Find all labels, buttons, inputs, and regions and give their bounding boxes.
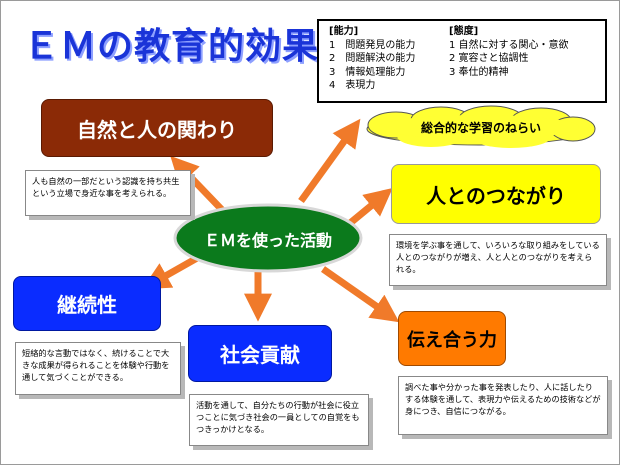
- note-communicate: 調べた事や分かった事を発表したり、人に話したりする体験を通して、表現力や伝えるた…: [398, 376, 608, 435]
- note-connection: 環境を学ぶ事を通して、いろいろな取り組みをしている人とのつながりが増え、人と人と…: [389, 234, 607, 286]
- ability-item: 2 問題解決の能力: [329, 53, 416, 64]
- center-ellipse: [173, 203, 363, 273]
- attitude-item: 3 奉仕的精神: [449, 66, 509, 78]
- abilities-column: [能力] 1 問題発見の能力 2 問題解決の能力 3 情報処理能力 4 表現力: [329, 25, 415, 93]
- ability-item: 1 問題発見の能力: [329, 39, 416, 51]
- note-continuity: 短絡的な言動ではなく、続けることで大きな成果が得られることを体験や行動を通して気…: [15, 342, 181, 395]
- node-society: 社会貢献: [188, 325, 332, 382]
- cloud-shape: [366, 105, 596, 148]
- attitude-item: 1 自然に対する関心・意欲: [449, 39, 569, 51]
- ability-item: 3 情報処理能力: [329, 66, 406, 78]
- page-title: ＥＭの教育的効果: [23, 26, 320, 67]
- node-continuity: 継続性: [13, 276, 161, 331]
- cloud-label: 総合的な学習のねらい: [420, 121, 541, 135]
- goals-box: [能力] 1 問題発見の能力 2 問題解決の能力 3 情報処理能力 4 表現力 …: [317, 19, 607, 103]
- ability-item: 4 表現力: [329, 80, 376, 91]
- node-nature: 自然と人の関わり: [41, 99, 273, 157]
- attitudes-column: [態度] 1 自然に対する関心・意欲 2 寛容さと協調性 3 奉仕的精神: [449, 25, 569, 79]
- arrow-to-cloud: [298, 118, 361, 204]
- note-society: 活動を通して、自分たちの行動が社会に役立つことに気づき社会の一員としての自覚をも…: [189, 394, 369, 446]
- abilities-header: [能力]: [329, 26, 359, 37]
- arrow-to-connection: [346, 187, 393, 227]
- arrow-to-communicate: [320, 266, 400, 323]
- attitude-item: 2 寛容さと協調性: [449, 53, 529, 64]
- note-nature: 人も自然の一部だという認識を持ち共生という立場で身近な事を考えられる。: [25, 170, 191, 216]
- attitudes-header: [態度]: [449, 26, 479, 37]
- node-connection: 人とのつながり: [391, 164, 601, 224]
- center-label: ＥＭを使った活動: [203, 231, 332, 250]
- node-communicate: 伝え合う力: [398, 311, 506, 366]
